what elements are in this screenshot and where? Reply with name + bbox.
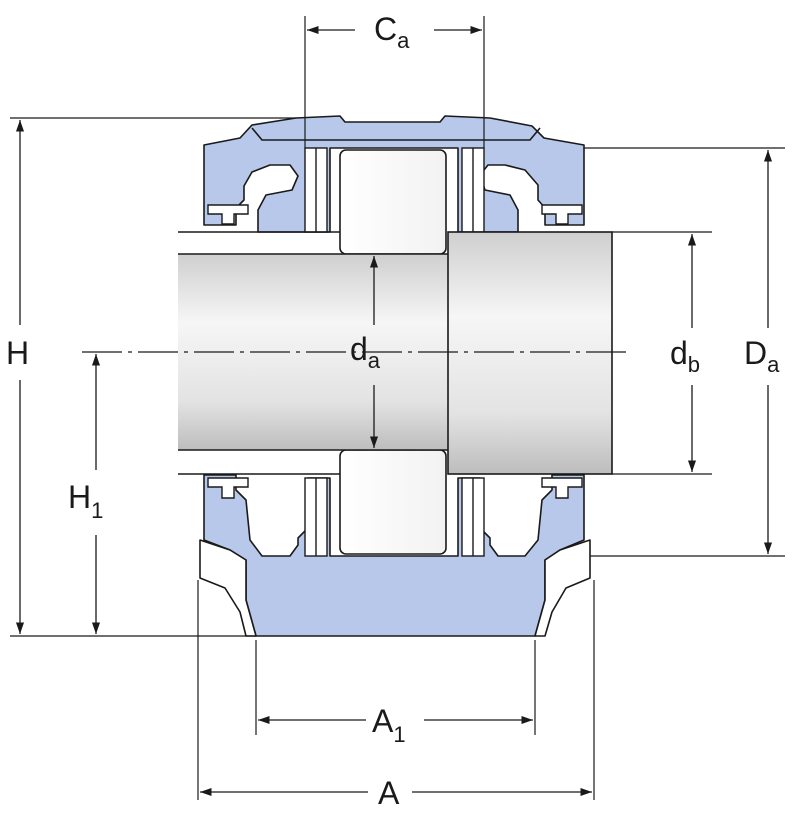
label-da: da (350, 331, 381, 373)
cap-detail (251, 127, 541, 141)
roller-bottom (339, 449, 447, 555)
label-h1: H1 (68, 479, 103, 523)
label-h: H (6, 335, 29, 371)
seal-bottom-right (541, 477, 583, 499)
label-ca: Ca (374, 11, 410, 53)
extension-lines (10, 16, 785, 800)
cap-body (203, 115, 585, 233)
label-daa: Da (744, 335, 780, 377)
label-a1: A1 (372, 703, 406, 747)
label-a: A (378, 775, 400, 811)
seal-top-left (207, 204, 249, 225)
seal-top-right (541, 204, 583, 225)
label-db: db (670, 335, 700, 377)
shaft-right-section (447, 231, 613, 475)
bearing-rings (304, 147, 485, 557)
dimension-arrows (15, 25, 773, 797)
dimension-labels: Ca H H1 da db Da A1 A (6, 11, 780, 811)
seal-bottom-left (207, 477, 249, 499)
rollers (339, 149, 447, 555)
base-foot-right (534, 539, 591, 637)
housing-base (199, 474, 591, 637)
seals (207, 204, 583, 499)
shaft (178, 231, 613, 475)
roller-top (339, 149, 447, 255)
housing-cap (203, 115, 585, 233)
